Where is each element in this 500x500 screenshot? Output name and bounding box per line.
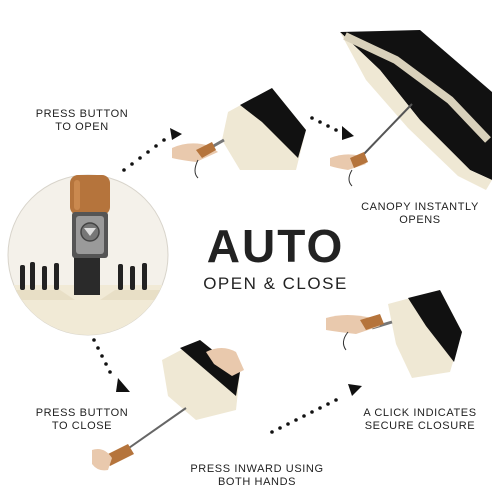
umbrella-press-open <box>172 88 306 179</box>
umbrella-press-close-right <box>326 290 462 378</box>
umbrella-canopy-open <box>330 30 492 190</box>
headline-sub: OPEN & CLOSE <box>203 274 348 293</box>
arrow-inset-to-close <box>92 338 130 392</box>
caption-canopy-opens-line2: OPENS <box>399 214 441 226</box>
caption-click-secure: A CLICK INDICATES SECURE CLOSURE <box>352 407 488 433</box>
caption-press-inward: PRESS INWARD USING BOTH HANDS <box>180 463 334 489</box>
arrow-inward-to-click <box>270 384 362 434</box>
caption-canopy-opens: CANOPY INSTANTLY OPENS <box>356 201 484 227</box>
arrow-open-to-canopy <box>310 116 354 140</box>
handle-detail-inset <box>7 174 169 336</box>
caption-press-close-line2: TO CLOSE <box>51 420 113 432</box>
caption-press-inward-line2: BOTH HANDS <box>217 476 297 488</box>
umbrella-press-inward <box>92 340 244 471</box>
caption-press-close: PRESS BUTTON TO CLOSE <box>26 407 138 433</box>
caption-press-open-line2: TO OPEN <box>55 121 109 133</box>
caption-canopy-opens-line1: CANOPY INSTANTLY <box>361 201 479 213</box>
flow-arrows <box>92 116 362 434</box>
caption-press-inward-line1: PRESS INWARD USING <box>190 463 324 475</box>
caption-press-open: PRESS BUTTON TO OPEN <box>26 108 138 134</box>
arrow-inset-to-open <box>122 128 182 172</box>
caption-click-secure-line1: A CLICK INDICATES <box>363 407 477 419</box>
caption-press-close-line1: PRESS BUTTON <box>35 407 129 419</box>
headline-main: AUTO <box>206 220 345 272</box>
caption-press-open-line1: PRESS BUTTON <box>35 108 129 120</box>
caption-click-secure-line2: SECURE CLOSURE <box>364 420 476 432</box>
